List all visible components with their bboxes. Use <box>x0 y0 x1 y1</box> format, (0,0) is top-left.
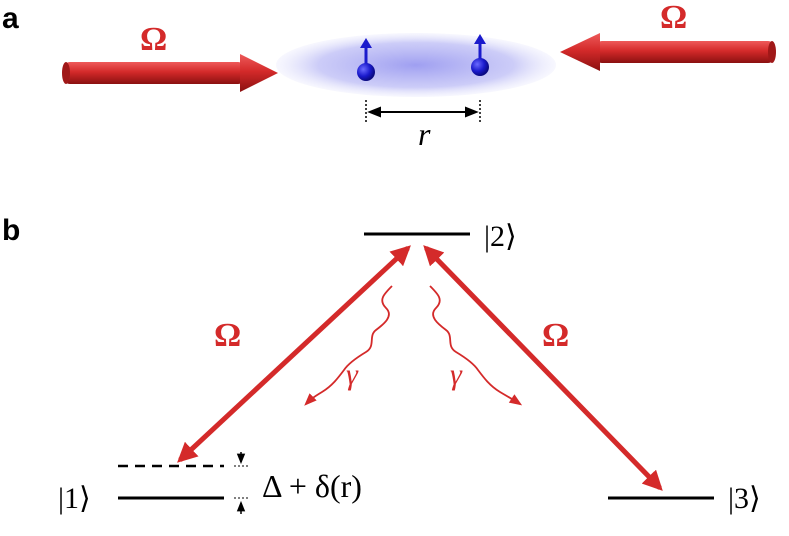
left-decay-label: γ <box>346 358 359 391</box>
left-beam-rabi-label: Ω <box>140 21 167 58</box>
level-1-label: |1⟩ <box>58 482 91 515</box>
right-rabi-arrow <box>423 245 663 491</box>
left-laser-beam <box>62 54 278 92</box>
atom-right <box>471 34 489 76</box>
panel-label-a: a <box>2 2 19 35</box>
right-rabi-label: Ω <box>542 317 569 354</box>
left-rabi-label: Ω <box>214 317 241 354</box>
right-decay-label: γ <box>450 358 463 391</box>
level-2-label: |2⟩ <box>484 220 517 253</box>
detuning-label: Δ + δ(r) <box>262 468 362 504</box>
left-decay-wavy-arrow <box>304 285 393 406</box>
atom-cloud <box>276 33 556 97</box>
atom-left <box>357 38 375 81</box>
panel-label-b: b <box>2 214 20 247</box>
right-laser-beam <box>560 33 776 71</box>
left-rabi-arrow <box>177 245 411 463</box>
level-3-label: |3⟩ <box>728 482 761 515</box>
separation-label: r <box>418 116 431 152</box>
right-beam-rabi-label: Ω <box>660 0 687 36</box>
right-decay-wavy-arrow <box>429 285 523 406</box>
